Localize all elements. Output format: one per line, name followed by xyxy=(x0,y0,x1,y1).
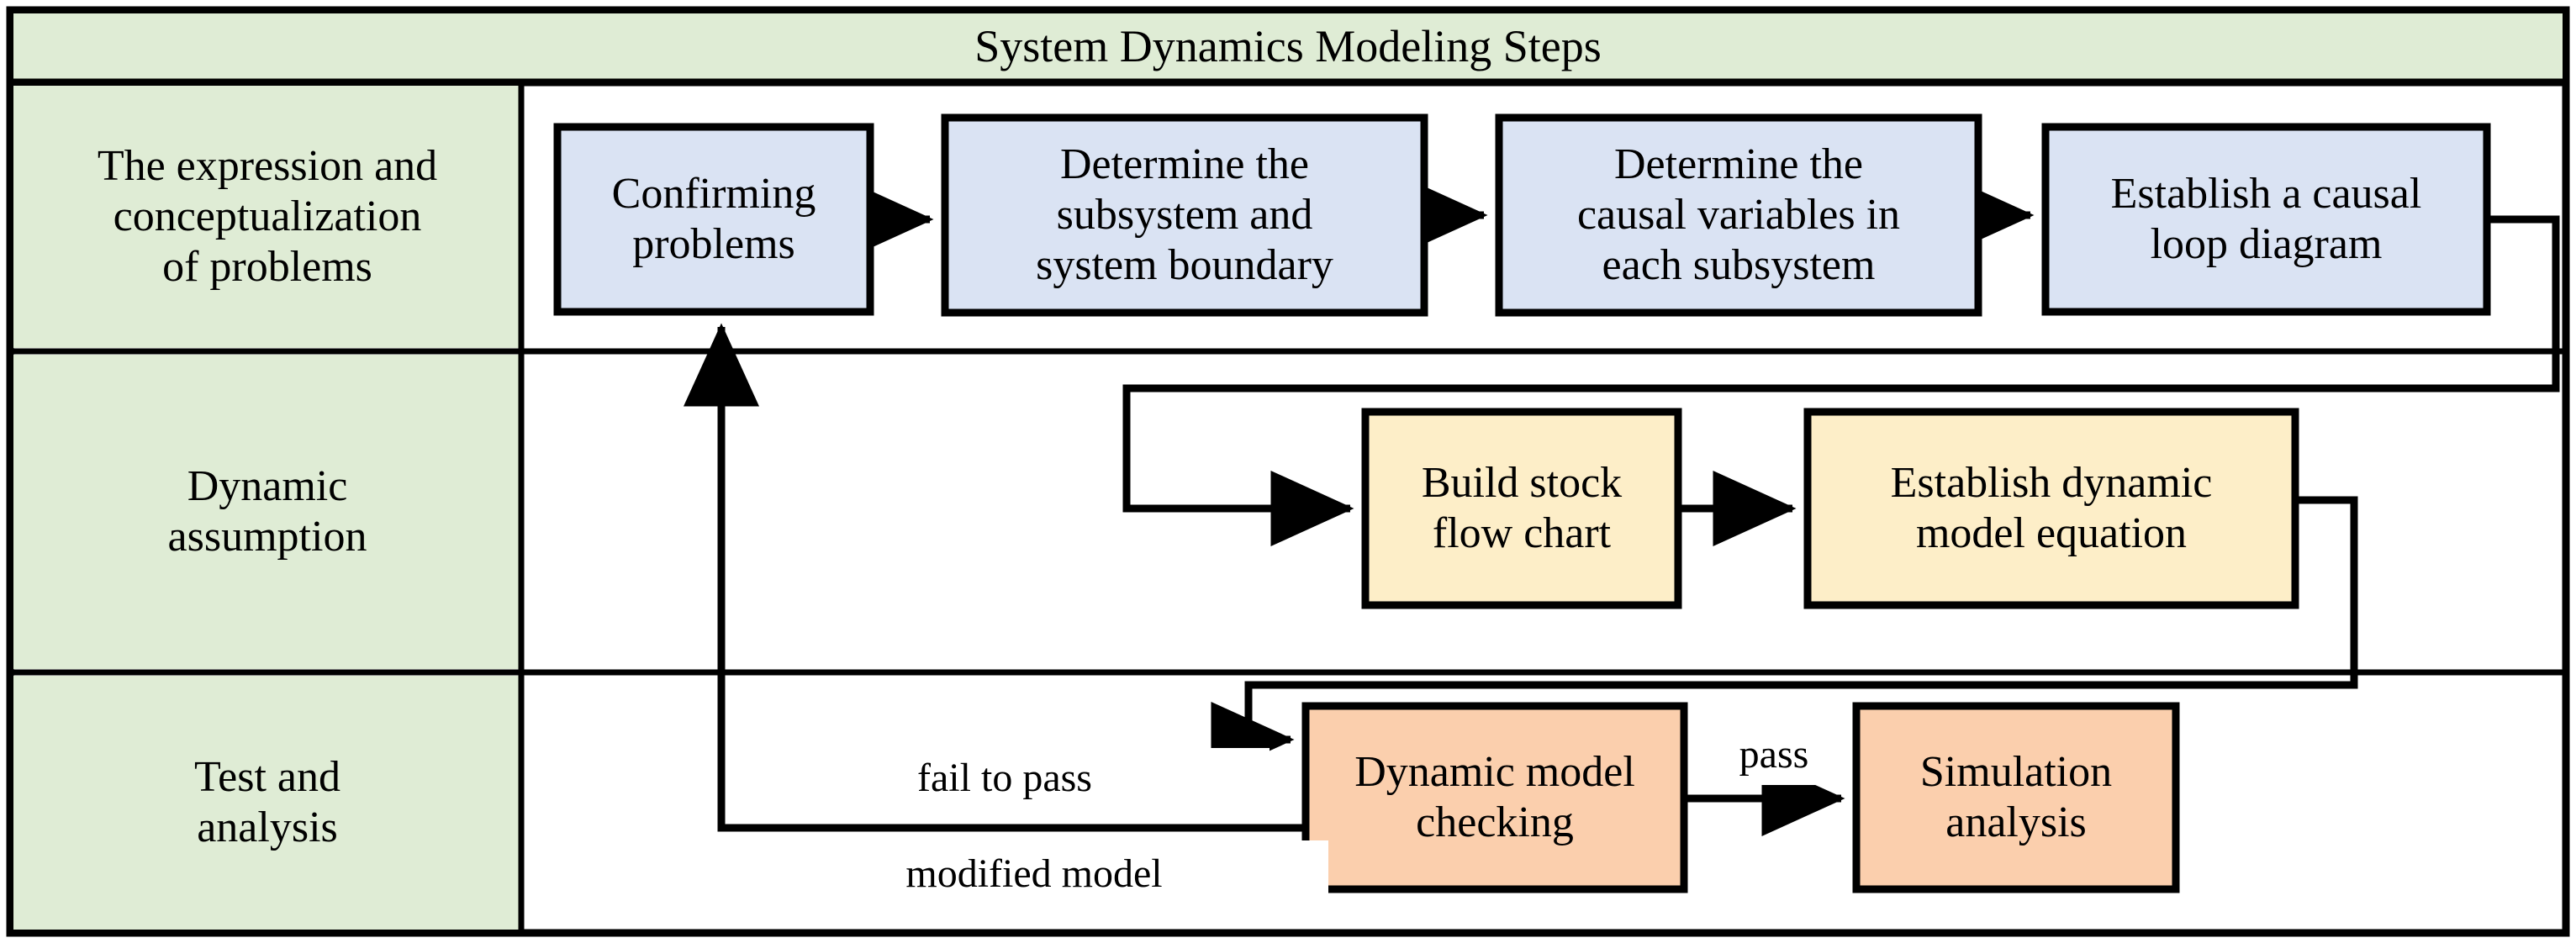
node-build-stock-flow-chart[interactable] xyxy=(1361,408,1682,609)
node-confirming-problems[interactable] xyxy=(553,123,874,316)
label-backdrop-fail-to-pass xyxy=(740,748,1270,809)
edge-model-checking-feedback xyxy=(684,323,1306,832)
label-backdrop-modified-model xyxy=(740,840,1328,908)
edge-causal-loop-to-stock-flow xyxy=(1122,215,2560,546)
phase-cell-test-analysis xyxy=(13,676,521,930)
label-backdrop-pass xyxy=(1711,724,1837,785)
node-establish-dynamic-model[interactable] xyxy=(1803,408,2299,609)
phase-cell-dynamic-assumption xyxy=(13,355,521,669)
phase-cell-expression xyxy=(13,86,521,348)
node-establish-causal-loop[interactable] xyxy=(2041,123,2491,316)
table-outer-border xyxy=(6,6,2570,937)
node-determine-causal-vars[interactable] xyxy=(1495,113,1982,317)
node-dynamic-model-checking[interactable] xyxy=(1301,702,1688,893)
header-band xyxy=(13,13,2563,79)
node-determine-subsystem[interactable] xyxy=(941,113,1428,317)
edge-dynamic-model-to-model-checking xyxy=(1211,496,2358,777)
node-simulation-analysis[interactable] xyxy=(1852,702,2180,893)
